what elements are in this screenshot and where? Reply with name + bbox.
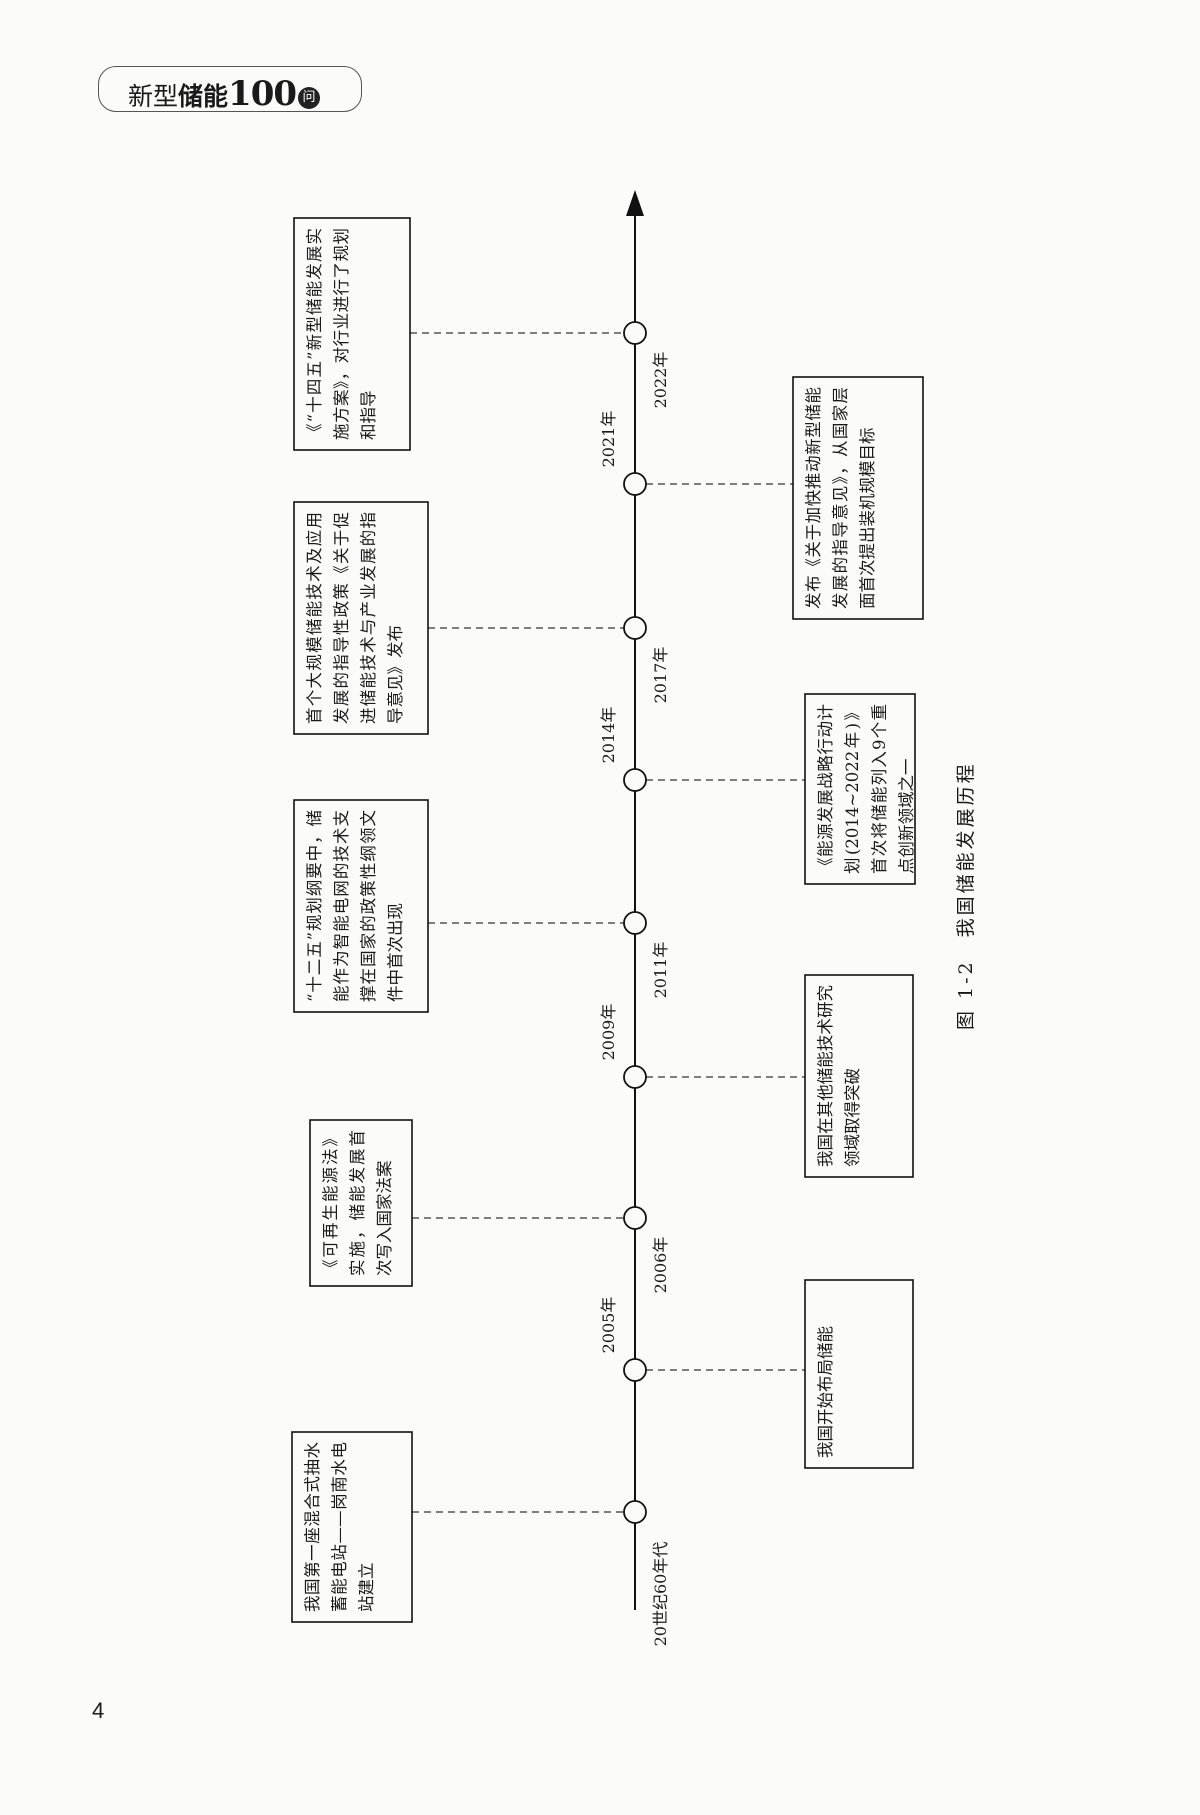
book-title-prefix: 新型 (128, 82, 179, 111)
year-label: 2014年 (599, 706, 618, 764)
timeline-node (623, 321, 647, 345)
event-box (291, 1431, 413, 1623)
timeline-node (623, 1065, 647, 1089)
timeline-marks (291, 217, 924, 1623)
event-box (293, 501, 429, 735)
event-text: 《能源发展战略行动计划(2014~2022年)》首次将储能列入9个重点创新领域之… (816, 704, 916, 874)
event-text: 《“十四五”新型储能发展实施方案》，对行业进行了规划和指导 (305, 228, 378, 440)
event-text: “十二五”规划纲要中，储能作为智能电网的技术支撑在国家的政策性纲领文件中首次出现 (305, 810, 405, 1002)
year-label: 20世纪60年代 (651, 1541, 670, 1647)
event-box (293, 799, 429, 1013)
timeline-node (623, 911, 647, 935)
year-label: 2011年 (651, 941, 670, 999)
timeline-node (623, 1500, 647, 1524)
timeline-node (623, 1206, 647, 1230)
timeline-arrow (626, 190, 644, 216)
year-label: 2005年 (599, 1296, 618, 1354)
timeline-node (623, 768, 647, 792)
timeline-node (623, 472, 647, 496)
event-text: 发布《关于加快推动新型储能发展的指导意见》，从国家层面首次提出装机规模目标 (804, 387, 877, 609)
event-box (792, 376, 924, 620)
figure-caption: 图 1-2 我国储能发展历程 (955, 761, 977, 1030)
event-box (804, 974, 914, 1178)
page-number: 4 (92, 1698, 105, 1723)
book-title-badge: 问 (298, 87, 321, 109)
event-box (804, 693, 916, 885)
event-text: 我国在其他储能技术研究领域取得突破 (816, 985, 862, 1167)
year-label: 2021年 (599, 410, 618, 468)
event-text: 我国开始布局储能 (816, 1326, 835, 1458)
event-box (804, 1279, 914, 1469)
book-title-bold: 储能 (178, 82, 229, 111)
year-label: 2022年 (651, 351, 670, 409)
year-label: 2017年 (651, 646, 670, 704)
timeline-node (623, 1358, 647, 1382)
book-title-number: 100 (228, 74, 297, 114)
event-box (309, 1119, 413, 1287)
year-label: 2006年 (651, 1236, 670, 1294)
year-label: 2009年 (599, 1003, 618, 1061)
event-text: 《可再生能源法》实施，储能发展首次写入国家法案 (321, 1130, 394, 1276)
event-box (293, 217, 411, 451)
event-text: 我国第一座混合式抽水蓄能电站——岗南水电站建立 (303, 1442, 376, 1612)
timeline-node (623, 616, 647, 640)
header-frame (98, 66, 362, 112)
event-text: 首个大规模储能技术及应用发展的指导性政策《关于促进储能技术与产业发展的指导意见》… (305, 512, 405, 724)
